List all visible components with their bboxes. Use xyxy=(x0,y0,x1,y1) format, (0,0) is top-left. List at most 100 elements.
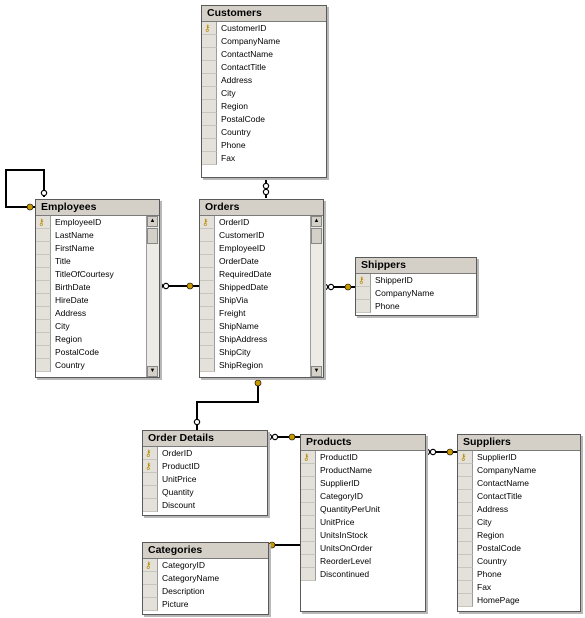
column-row[interactable]: ContactName xyxy=(202,48,326,61)
row-selector[interactable] xyxy=(143,499,158,512)
table-title[interactable]: Order Details xyxy=(143,431,267,447)
row-selector[interactable] xyxy=(143,473,158,486)
row-selector[interactable] xyxy=(458,542,473,555)
row-selector[interactable]: ⚷ xyxy=(143,447,158,460)
column-row[interactable]: Quantity xyxy=(143,486,267,499)
row-selector[interactable] xyxy=(202,74,217,87)
column-row[interactable]: ShipCity xyxy=(200,346,323,359)
column-row[interactable]: UnitPrice xyxy=(143,473,267,486)
row-selector[interactable] xyxy=(200,307,215,320)
table-title[interactable]: Customers xyxy=(202,6,326,22)
column-row[interactable]: RequiredDate xyxy=(200,268,323,281)
row-selector[interactable] xyxy=(356,300,371,313)
arrow-up-icon[interactable]: ▲ xyxy=(147,216,158,227)
column-row[interactable]: CompanyName xyxy=(356,287,476,300)
row-selector[interactable] xyxy=(458,477,473,490)
column-row[interactable]: CompanyName xyxy=(202,35,326,48)
row-selector[interactable] xyxy=(36,229,51,242)
column-row[interactable]: CategoryName xyxy=(143,572,268,585)
row-selector[interactable] xyxy=(301,542,316,555)
row-selector[interactable] xyxy=(202,87,217,100)
column-row[interactable]: ⚷ShipperID xyxy=(356,274,476,287)
column-row[interactable]: Address xyxy=(458,503,580,516)
arrow-down-icon[interactable]: ▼ xyxy=(311,366,322,377)
column-row[interactable]: Address xyxy=(202,74,326,87)
vertical-scrollbar[interactable]: ▲ ▼ xyxy=(146,216,159,377)
row-selector[interactable] xyxy=(202,113,217,126)
row-selector[interactable] xyxy=(301,503,316,516)
row-selector[interactable] xyxy=(36,307,51,320)
column-row[interactable]: CategoryID xyxy=(301,490,425,503)
column-row[interactable]: Title xyxy=(36,255,159,268)
row-selector[interactable] xyxy=(200,294,215,307)
column-row[interactable]: ⚷OrderID xyxy=(200,216,323,229)
row-selector[interactable]: ⚷ xyxy=(143,559,158,572)
row-selector[interactable] xyxy=(200,359,215,372)
row-selector[interactable] xyxy=(202,100,217,113)
column-row[interactable]: Discount xyxy=(143,499,267,512)
row-selector[interactable]: ⚷ xyxy=(458,451,473,464)
column-row[interactable]: Fax xyxy=(458,581,580,594)
column-row[interactable]: Phone xyxy=(356,300,476,313)
column-row[interactable]: ContactTitle xyxy=(458,490,580,503)
column-row[interactable]: ⚷CategoryID xyxy=(143,559,268,572)
row-selector[interactable]: ⚷ xyxy=(301,451,316,464)
row-selector[interactable] xyxy=(202,48,217,61)
column-row[interactable]: Description xyxy=(143,585,268,598)
table-title[interactable]: Shippers xyxy=(356,258,476,274)
row-selector[interactable] xyxy=(202,61,217,74)
row-selector[interactable] xyxy=(200,255,215,268)
column-row[interactable]: FirstName xyxy=(36,242,159,255)
column-row[interactable]: ⚷CustomerID xyxy=(202,22,326,35)
vertical-scrollbar[interactable]: ▲ ▼ xyxy=(310,216,323,377)
column-row[interactable]: PostalCode xyxy=(458,542,580,555)
row-selector[interactable] xyxy=(301,529,316,542)
column-row[interactable]: Phone xyxy=(458,568,580,581)
column-row[interactable]: Discontinued xyxy=(301,568,425,581)
column-row[interactable]: CompanyName xyxy=(458,464,580,477)
row-selector[interactable] xyxy=(36,294,51,307)
column-row[interactable]: CustomerID xyxy=(200,229,323,242)
row-selector[interactable] xyxy=(143,572,158,585)
row-selector[interactable]: ⚷ xyxy=(36,216,51,229)
row-selector[interactable] xyxy=(301,477,316,490)
column-row[interactable]: UnitsInStock xyxy=(301,529,425,542)
column-row[interactable]: Country xyxy=(36,359,159,372)
column-row[interactable]: ⚷ProductID xyxy=(301,451,425,464)
column-row[interactable]: Address xyxy=(36,307,159,320)
row-selector[interactable] xyxy=(200,333,215,346)
column-row[interactable]: TitleOfCourtesy xyxy=(36,268,159,281)
column-row[interactable]: Region xyxy=(36,333,159,346)
row-selector[interactable] xyxy=(202,126,217,139)
row-selector[interactable] xyxy=(458,529,473,542)
row-selector[interactable] xyxy=(301,516,316,529)
row-selector[interactable] xyxy=(143,585,158,598)
column-row[interactable]: Region xyxy=(202,100,326,113)
column-row[interactable]: ⚷SupplierID xyxy=(458,451,580,464)
row-selector[interactable] xyxy=(458,555,473,568)
column-row[interactable]: QuantityPerUnit xyxy=(301,503,425,516)
row-selector[interactable] xyxy=(36,242,51,255)
column-row[interactable]: ShipVia xyxy=(200,294,323,307)
row-selector[interactable] xyxy=(36,359,51,372)
column-row[interactable]: PostalCode xyxy=(36,346,159,359)
row-selector[interactable] xyxy=(301,490,316,503)
column-row[interactable]: Fax xyxy=(202,152,326,165)
row-selector[interactable] xyxy=(36,320,51,333)
column-row[interactable]: ReorderLevel xyxy=(301,555,425,568)
row-selector[interactable] xyxy=(200,268,215,281)
row-selector[interactable] xyxy=(200,281,215,294)
row-selector[interactable] xyxy=(202,152,217,165)
column-row[interactable]: City xyxy=(36,320,159,333)
column-row[interactable]: ⚷OrderID xyxy=(143,447,267,460)
row-selector[interactable] xyxy=(301,568,316,581)
column-row[interactable]: ⚷ProductID xyxy=(143,460,267,473)
row-selector[interactable] xyxy=(458,581,473,594)
column-row[interactable]: LastName xyxy=(36,229,159,242)
column-row[interactable]: HireDate xyxy=(36,294,159,307)
